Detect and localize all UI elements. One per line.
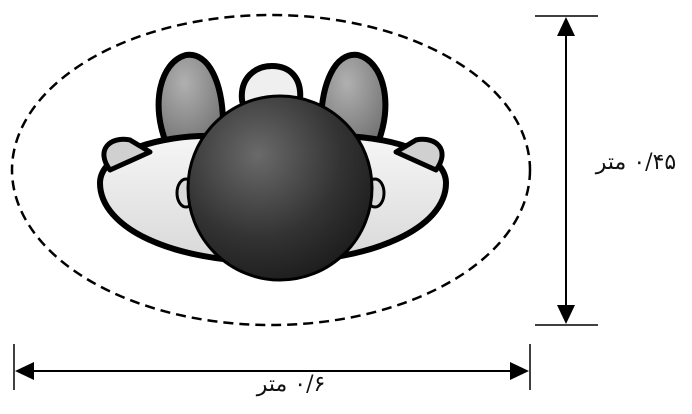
height-dimension-label: ۰/۴۵ متر [595, 150, 677, 175]
head-shape [186, 94, 374, 282]
width-dimension-label: ۰/۶ متر [256, 372, 326, 397]
width-arrow-right [510, 362, 529, 380]
personal-space-boundary [10, 13, 532, 327]
height-dimension [535, 15, 598, 326]
left-hand-shape [155, 51, 226, 151]
right-elbow-shape [393, 136, 445, 173]
height-arrow-bottom [557, 305, 575, 324]
width-arrow-left [15, 362, 34, 380]
width-dimension [13, 344, 531, 390]
height-arrow-top [557, 17, 575, 36]
left-elbow-shape [101, 136, 153, 173]
